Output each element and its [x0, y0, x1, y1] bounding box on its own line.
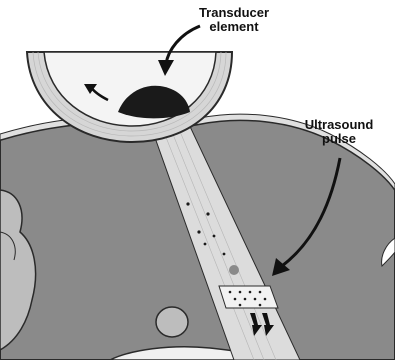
transducer-label-line2: element [188, 20, 280, 34]
beam-gray-dot [229, 265, 239, 275]
pulse-label: Ultrasound pulse [296, 118, 382, 146]
transducer-label: Transducer element [188, 6, 280, 34]
small-organ [156, 307, 188, 337]
ultrasound-pulse [219, 286, 278, 308]
transducer-label-line1: Transducer [188, 6, 280, 20]
pulse-label-line2: pulse [296, 132, 382, 146]
pulse-label-line1: Ultrasound [296, 118, 382, 132]
